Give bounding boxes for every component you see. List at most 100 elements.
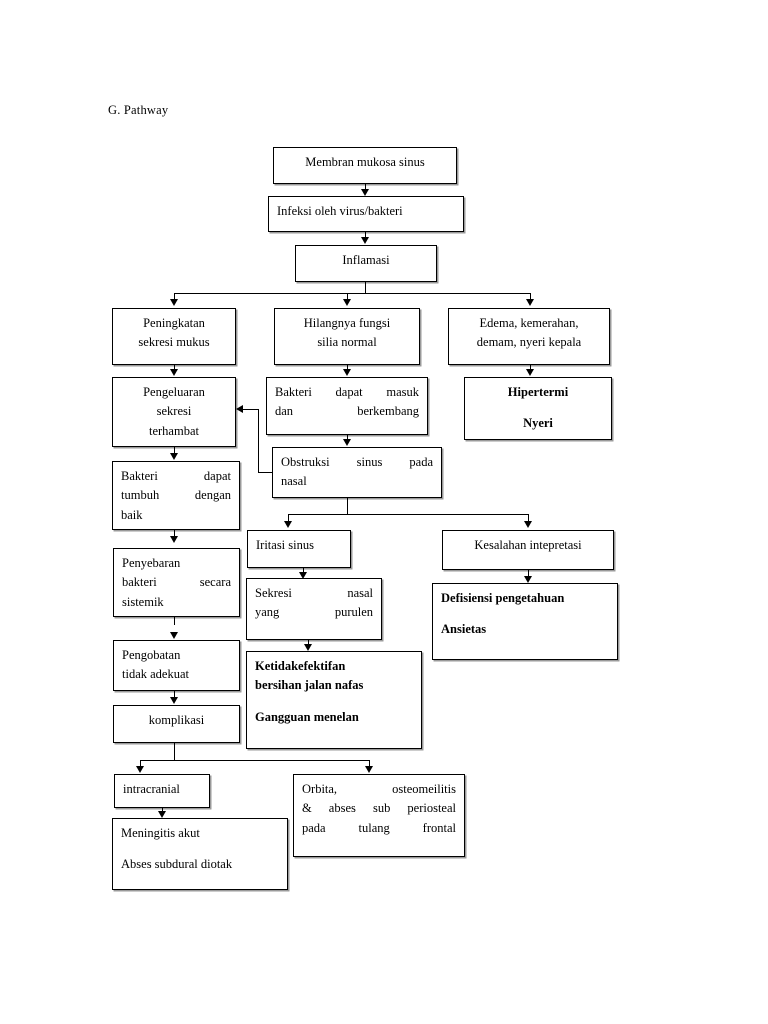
arrowhead-icon [303,644,312,651]
edge-penyebaran-to-pengobatan [174,617,175,625]
edge-obstruksi-to-kesalahan [528,514,529,523]
edge-iritasi-to-sekresi [303,568,304,573]
arrowhead-icon [169,697,178,704]
page-title: G. Pathway [108,103,169,117]
node-line: Pengobatan [122,648,181,662]
edge-komplikasi-stem [174,743,175,760]
arrowhead-icon [525,299,534,306]
node-line: Obstruksi sinus pada [281,455,433,469]
node-line: Abses subdural diotak [121,857,233,872]
node-line: Peningkatan [143,316,205,330]
edge-obstruksi-split-bar [288,514,529,515]
node-line: & abses sub periosteal [302,801,456,816]
node-bakteri-dapat-masuk: Bakteri dapat masuk dan berkembang [266,377,428,435]
edge-sekresi-to-ketidakefektifan [308,640,309,645]
node-line: sistemik [122,594,164,609]
node-bakteri-tumbuh-baik: Bakteri dapat tumbuh dengan baik [112,461,240,530]
node-line: Hilangnya fungsi [303,316,391,330]
node-line: Kesalahan intepretasi [474,538,582,552]
node-line: silia normal [317,335,377,350]
edge-infeksi-to-inflamasi [365,232,366,238]
arrowhead-icon [135,766,144,773]
arrowhead-icon [525,369,534,376]
node-meningitis-abses-subdural: Meningitis akut Abses subdural diotak [112,818,288,890]
node-kesalahan-intepretasi: Kesalahan intepretasi [442,530,614,570]
node-pengobatan-tidak-adekuat: Pengobatan tidak adekuat [113,640,240,691]
node-orbita-osteomeilitis: Orbita, osteomeilitis & abses sub perios… [293,774,465,857]
arrowhead-icon [364,766,373,773]
edge-hilangnya-to-bakteri-masuk [347,365,348,370]
node-line: Defisiensi pengetahuan [441,591,565,605]
node-line: nasal [281,474,307,489]
node-line: tumbuh dengan [121,488,231,503]
edge-edema-to-hipertermi [530,365,531,370]
edge-bakteri-masuk-to-obstruksi [347,435,348,440]
node-line: sekresi [156,404,192,419]
arrowhead-icon [169,453,178,460]
node-iritasi-sinus: Iritasi sinus [247,530,351,568]
node-line: terhambat [149,423,199,438]
arrowhead-icon [283,521,292,528]
node-membran-mukosa-sinus: Membran mukosa sinus [273,147,457,184]
arrowhead-icon [523,576,532,583]
node-line: Bakteri dapat masuk [275,385,419,399]
node-line: Orbita, osteomeilitis [302,782,456,796]
node-line: Infeksi oleh virus/bakteri [277,204,403,218]
node-line: Ansietas [441,622,487,637]
edge-peningkatan-to-pengeluaran [174,365,175,370]
node-line: baik [121,507,143,522]
arrowhead-icon [360,237,369,244]
node-hilangnya-fungsi-silia: Hilangnya fungsi silia normal [274,308,420,365]
node-sekresi-nasal-purulen: Sekresi nasal yang purulen [246,578,382,640]
node-line: sekresi mukus [138,335,210,350]
node-pengeluaran-sekresi-terhambat: Pengeluaran sekresi terhambat [112,377,236,447]
edge-bakteri-tumbuh-to-penyebaran [174,530,175,537]
node-edema-kemerahan: Edema, kemerahan, demam, nyeri kepala [448,308,610,365]
arrowhead-icon [342,369,351,376]
node-line: demam, nyeri kepala [476,335,582,350]
node-line: Membran mukosa sinus [305,155,425,169]
node-line: pada tulang frontal [302,820,456,835]
edge-intracranial-to-meningitis [162,808,163,813]
edge-pengobatan-to-komplikasi [174,691,175,698]
node-line: komplikasi [148,713,205,727]
node-defisiensi-pengetahuan-ansietas: Defisiensi pengetahuan Ansietas [432,583,618,660]
node-line: Meningitis akut [121,826,200,840]
node-line: bersihan jalan nafas [255,678,364,693]
edge-membran-to-infeksi [365,184,366,190]
node-hipertermi-nyeri: Hipertermi Nyeri [464,377,612,440]
edge-komplikasi-to-orbita [369,760,370,768]
arrowhead-icon [169,369,178,376]
edge-inflamasi-to-peningkatan [174,293,175,301]
edge-obstruksi-feedback-h2 [243,409,259,410]
edge-inflamasi-split-bar [174,293,531,294]
node-line: Pengeluaran [143,385,205,399]
arrowhead-icon [169,632,178,639]
edge-obstruksi-to-iritasi [288,514,289,523]
node-peningkatan-sekresi-mukus: Peningkatan sekresi mukus [112,308,236,365]
edge-pengeluaran-to-bakteri-tumbuh [174,447,175,454]
edge-obstruksi-feedback-h1 [258,472,273,473]
node-line: dan berkembang [275,404,419,419]
arrowhead-icon [236,404,243,413]
node-komplikasi: komplikasi [113,705,240,743]
arrowhead-icon [169,299,178,306]
arrowhead-icon [342,299,351,306]
edge-kesalahan-to-defisiensi [528,570,529,577]
edge-obstruksi-feedback-v [258,409,259,473]
node-line: Gangguan menelan [255,709,359,724]
node-line: Penyebaran [122,556,181,570]
arrowhead-icon [298,572,307,579]
arrowhead-icon [157,811,166,818]
node-line: tidak adekuat [122,667,189,682]
node-penyebaran-bakteri-sistemik: Penyebaran bakteri secara sistemik [113,548,240,617]
edge-inflamasi-to-hilangnya [347,293,348,301]
node-line: bakteri secara [122,575,231,590]
arrowhead-icon [360,189,369,196]
node-line: Ketidakefektifan [255,659,346,673]
edge-obstruksi-stem [347,498,348,514]
node-line: Hipertermi [507,385,569,399]
node-obstruksi-sinus-nasal: Obstruksi sinus pada nasal [272,447,442,498]
edge-komplikasi-to-intracranial [140,760,141,768]
